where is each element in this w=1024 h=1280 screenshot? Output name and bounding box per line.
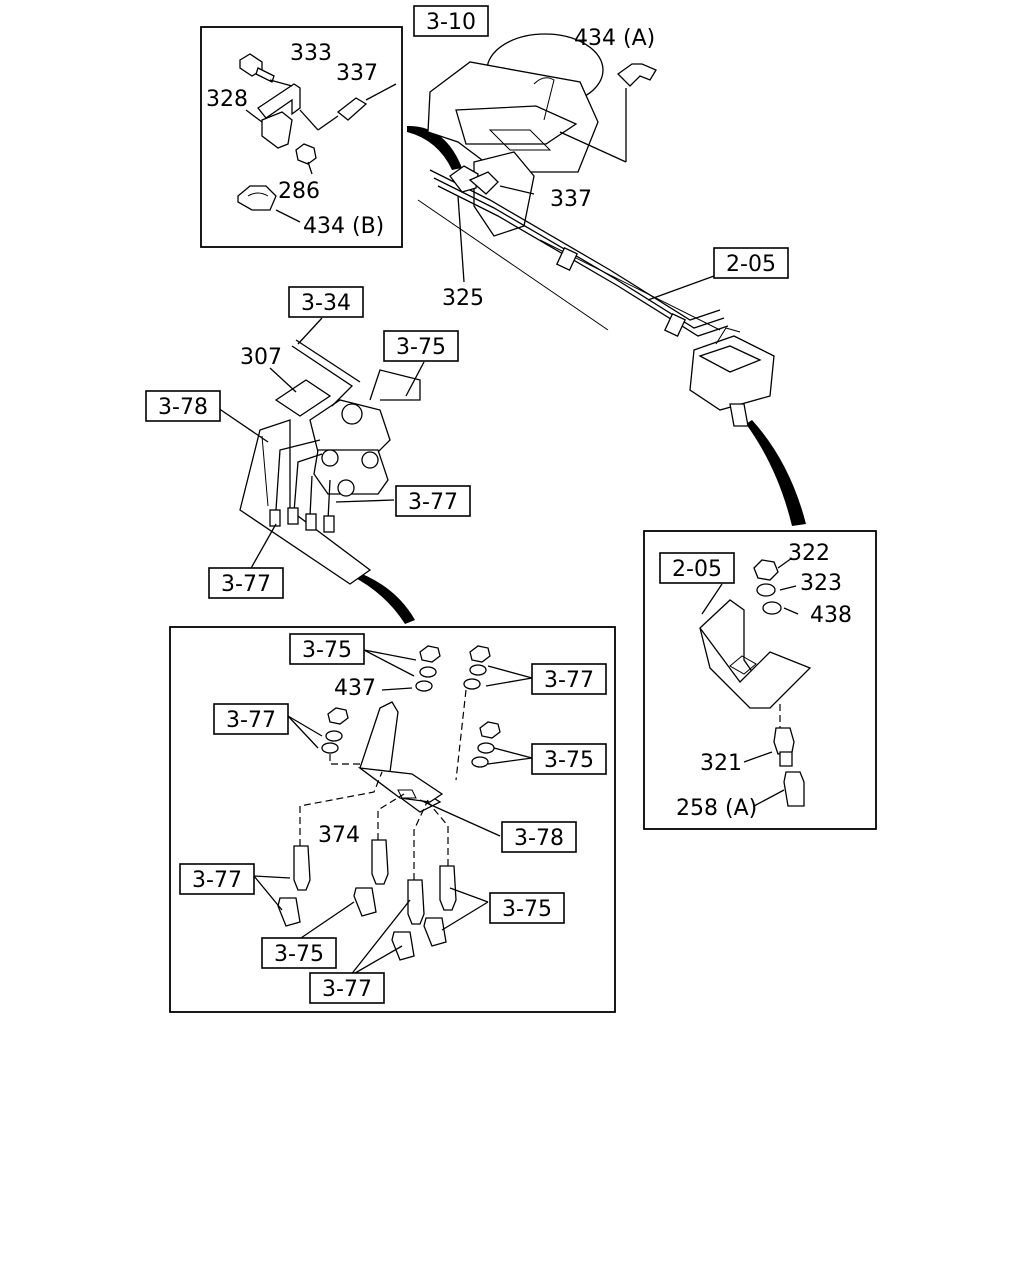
- inset-panel-top-left: [200, 26, 403, 248]
- section-ref-3-77[interactable]: 3-77: [531, 663, 607, 695]
- inset-panel-bottom: [169, 626, 616, 1013]
- brake-valve-icon: [309, 399, 391, 497]
- pedal-link-icon: [274, 339, 421, 417]
- part-label-374: 374: [318, 823, 360, 848]
- mounting-bracket-icon: [699, 599, 812, 709]
- part-label-437: 437: [334, 676, 376, 701]
- svg-text:3-75: 3-75: [274, 942, 324, 967]
- part-label-325: 325: [442, 286, 484, 311]
- nuts-washers-icon: [321, 645, 501, 768]
- svg-text:3-75: 3-75: [396, 335, 446, 360]
- svg-text:3-77: 3-77: [544, 668, 594, 693]
- section-ref-3-10[interactable]: 3-10: [413, 5, 489, 37]
- section-ref-3-75[interactable]: 3-75: [289, 633, 365, 665]
- section-ref-3-77[interactable]: 3-77: [179, 863, 255, 895]
- inset-panel-right: [643, 530, 877, 830]
- section-ref-3-77[interactable]: 3-77: [309, 972, 385, 1004]
- svg-text:3-77: 3-77: [221, 572, 271, 597]
- pipe-fitting-icon: [449, 165, 535, 195]
- nut-icon: [295, 143, 317, 165]
- bleeder-fitting-icon: [239, 53, 275, 83]
- section-ref-2-05[interactable]: 2-05: [713, 247, 789, 279]
- part-label-321: 321: [700, 751, 742, 776]
- svg-text:3-77: 3-77: [226, 708, 276, 733]
- part-label-286: 286: [278, 179, 320, 204]
- proportioning-valve-icon: [689, 327, 775, 427]
- bracket-icon: [257, 83, 301, 149]
- section-ref-3-34[interactable]: 3-34: [288, 286, 364, 318]
- svg-text:3-75: 3-75: [302, 638, 352, 663]
- part-label-438: 438: [810, 603, 852, 628]
- section-ref-3-77[interactable]: 3-77: [213, 703, 289, 735]
- part-label-337-main: 337: [550, 187, 592, 212]
- fittings-icon: [277, 839, 457, 961]
- section-ref-3-78[interactable]: 3-78: [145, 390, 221, 422]
- pointer-arrow-top: [407, 125, 462, 170]
- part-label-434b: 434 (B): [303, 214, 384, 239]
- nut-icon: [753, 559, 779, 581]
- svg-text:3-75: 3-75: [502, 897, 552, 922]
- svg-text:3-77: 3-77: [322, 977, 372, 1002]
- brake-pipe-icon: [417, 169, 729, 337]
- pointer-arrow-bottom: [352, 570, 415, 624]
- section-ref-3-75[interactable]: 3-75: [489, 892, 565, 924]
- section-ref-2-05[interactable]: 2-05: [659, 552, 735, 584]
- svg-text:3-75: 3-75: [544, 748, 594, 773]
- section-ref-3-75[interactable]: 3-75: [261, 937, 337, 969]
- part-label-337-inset: 337: [336, 61, 378, 86]
- part-label-307: 307: [240, 345, 282, 370]
- svg-text:3-78: 3-78: [514, 826, 564, 851]
- svg-text:3-77: 3-77: [408, 490, 458, 515]
- section-ref-3-75[interactable]: 3-75: [531, 743, 607, 775]
- svg-text:3-10: 3-10: [426, 10, 476, 35]
- section-ref-3-75[interactable]: 3-75: [383, 330, 459, 362]
- clip-icon: [237, 185, 277, 211]
- part-label-333: 333: [290, 41, 332, 66]
- clip-icon: [559, 63, 657, 163]
- svg-text:2-05: 2-05: [726, 252, 776, 277]
- master-cylinder-icon: [427, 33, 604, 237]
- washer-icon: [756, 583, 782, 615]
- section-ref-3-78[interactable]: 3-78: [501, 821, 577, 853]
- svg-text:3-34: 3-34: [301, 291, 351, 316]
- pipe-fitting-icon: [336, 83, 397, 121]
- svg-text:3-78: 3-78: [158, 395, 208, 420]
- section-ref-3-77[interactable]: 3-77: [208, 567, 284, 599]
- part-label-323: 323: [800, 571, 842, 596]
- union-fitting-icon: [773, 704, 805, 807]
- part-label-322: 322: [788, 541, 830, 566]
- svg-text:3-77: 3-77: [192, 868, 242, 893]
- pointer-arrow-right: [746, 420, 806, 526]
- part-label-328: 328: [206, 87, 248, 112]
- svg-text:2-05: 2-05: [672, 557, 722, 582]
- section-ref-3-77[interactable]: 3-77: [395, 485, 471, 517]
- part-label-434a: 434 (A): [574, 26, 655, 51]
- part-label-258a: 258 (A): [676, 796, 757, 821]
